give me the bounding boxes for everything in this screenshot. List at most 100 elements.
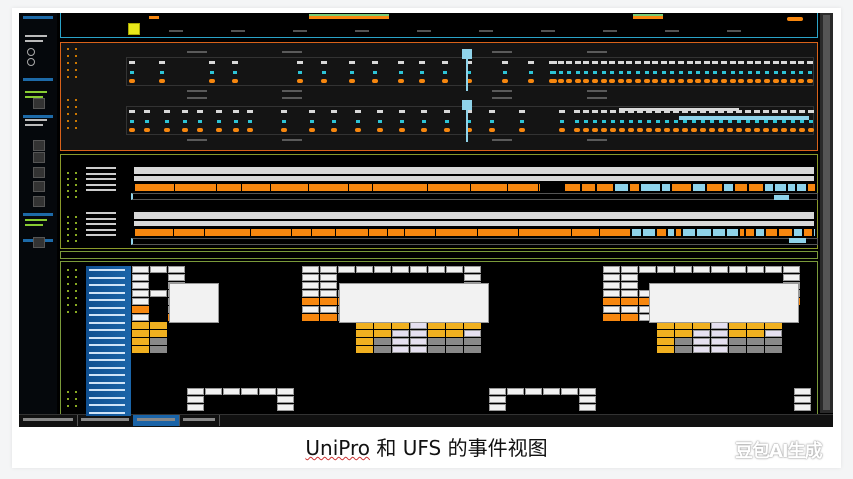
tool-icon[interactable] xyxy=(33,98,45,109)
event-cell[interactable] xyxy=(277,388,294,395)
event-cell[interactable] xyxy=(621,266,638,273)
event-cell[interactable] xyxy=(320,266,337,273)
event-cell[interactable] xyxy=(621,314,638,321)
event-cell[interactable] xyxy=(302,306,319,313)
event-cell[interactable] xyxy=(320,314,337,321)
event-type-item[interactable] xyxy=(89,306,125,309)
event-cell[interactable] xyxy=(410,322,427,329)
event-cell[interactable] xyxy=(621,298,638,305)
event-cell[interactable] xyxy=(410,266,427,273)
event-type-item[interactable] xyxy=(89,411,125,414)
event-cell[interactable] xyxy=(132,346,149,353)
event-cell[interactable] xyxy=(446,338,463,345)
event-cell[interactable] xyxy=(729,266,746,273)
event-cell[interactable] xyxy=(410,330,427,337)
event-type-item[interactable] xyxy=(89,269,125,271)
bottom-tab[interactable] xyxy=(179,415,220,426)
event-cell[interactable] xyxy=(464,338,481,345)
event-type-item[interactable] xyxy=(89,291,125,294)
event-cell[interactable] xyxy=(765,266,782,273)
event-cell[interactable] xyxy=(392,338,409,345)
event-cell[interactable] xyxy=(747,330,764,337)
event-cell[interactable] xyxy=(187,404,204,411)
event-cell[interactable] xyxy=(150,266,167,273)
event-cell[interactable] xyxy=(241,388,258,395)
event-cell[interactable] xyxy=(168,266,185,273)
event-cell[interactable] xyxy=(711,330,728,337)
event-cell[interactable] xyxy=(489,388,506,395)
event-cell[interactable] xyxy=(621,274,638,281)
event-cell[interactable] xyxy=(729,330,746,337)
event-cell[interactable] xyxy=(794,388,811,395)
event-cell[interactable] xyxy=(729,346,746,353)
event-cell[interactable] xyxy=(543,388,560,395)
event-cell[interactable] xyxy=(356,338,373,345)
bottom-tab[interactable] xyxy=(19,415,78,426)
event-cell[interactable] xyxy=(446,322,463,329)
event-cell[interactable] xyxy=(711,266,728,273)
tool-icon[interactable] xyxy=(33,167,45,178)
event-cell[interactable] xyxy=(302,314,319,321)
event-type-item[interactable] xyxy=(89,366,125,369)
event-cell[interactable] xyxy=(765,338,782,345)
event-cell[interactable] xyxy=(603,314,620,321)
event-cell[interactable] xyxy=(525,388,542,395)
event-cell[interactable] xyxy=(693,266,710,273)
event-cell[interactable] xyxy=(621,290,638,297)
event-cell[interactable] xyxy=(132,282,149,289)
event-type-item[interactable] xyxy=(89,329,125,331)
event-cell[interactable] xyxy=(428,338,445,345)
event-cell[interactable] xyxy=(783,274,800,281)
event-cell[interactable] xyxy=(464,274,481,281)
event-cell[interactable] xyxy=(639,266,656,273)
event-cell[interactable] xyxy=(603,282,620,289)
event-cell[interactable] xyxy=(675,338,692,345)
event-cell[interactable] xyxy=(446,330,463,337)
event-cell[interactable] xyxy=(374,322,391,329)
event-cell[interactable] xyxy=(603,298,620,305)
event-cell[interactable] xyxy=(639,298,656,305)
event-cell[interactable] xyxy=(693,346,710,353)
radio-option-icon[interactable] xyxy=(27,48,35,56)
event-cell[interactable] xyxy=(603,274,620,281)
event-cell[interactable] xyxy=(747,338,764,345)
event-cell[interactable] xyxy=(747,266,764,273)
event-cell[interactable] xyxy=(561,388,578,395)
event-cell[interactable] xyxy=(489,396,506,403)
tool-icon[interactable] xyxy=(33,152,45,163)
event-cell[interactable] xyxy=(621,282,638,289)
event-cell[interactable] xyxy=(374,266,391,273)
event-cell[interactable] xyxy=(464,266,481,273)
event-cell[interactable] xyxy=(277,404,294,411)
time-cursor-handle[interactable] xyxy=(462,100,472,110)
event-cell[interactable] xyxy=(150,346,167,353)
event-cell[interactable] xyxy=(711,322,728,329)
tool-icon[interactable] xyxy=(33,196,45,207)
event-cell[interactable] xyxy=(302,298,319,305)
event-cell[interactable] xyxy=(657,338,674,345)
event-cell[interactable] xyxy=(302,274,319,281)
event-cell[interactable] xyxy=(259,388,276,395)
event-cell[interactable] xyxy=(374,346,391,353)
event-cell[interactable] xyxy=(428,346,445,353)
event-cell[interactable] xyxy=(657,346,674,353)
event-cell[interactable] xyxy=(603,290,620,297)
event-cell[interactable] xyxy=(320,282,337,289)
event-cell[interactable] xyxy=(579,388,596,395)
event-cell[interactable] xyxy=(150,338,167,345)
event-cell[interactable] xyxy=(446,346,463,353)
event-cell[interactable] xyxy=(392,322,409,329)
event-type-item[interactable] xyxy=(89,299,125,301)
event-cell[interactable] xyxy=(356,266,373,273)
event-cell[interactable] xyxy=(783,266,800,273)
event-cell[interactable] xyxy=(489,404,506,411)
event-cell[interactable] xyxy=(446,266,463,273)
event-type-item[interactable] xyxy=(89,336,125,339)
event-type-item[interactable] xyxy=(89,344,125,346)
event-cell[interactable] xyxy=(374,338,391,345)
event-cell[interactable] xyxy=(410,338,427,345)
event-cell[interactable] xyxy=(374,330,391,337)
event-type-item[interactable] xyxy=(89,321,125,324)
time-cursor-handle[interactable] xyxy=(462,49,472,59)
event-cell[interactable] xyxy=(729,338,746,345)
